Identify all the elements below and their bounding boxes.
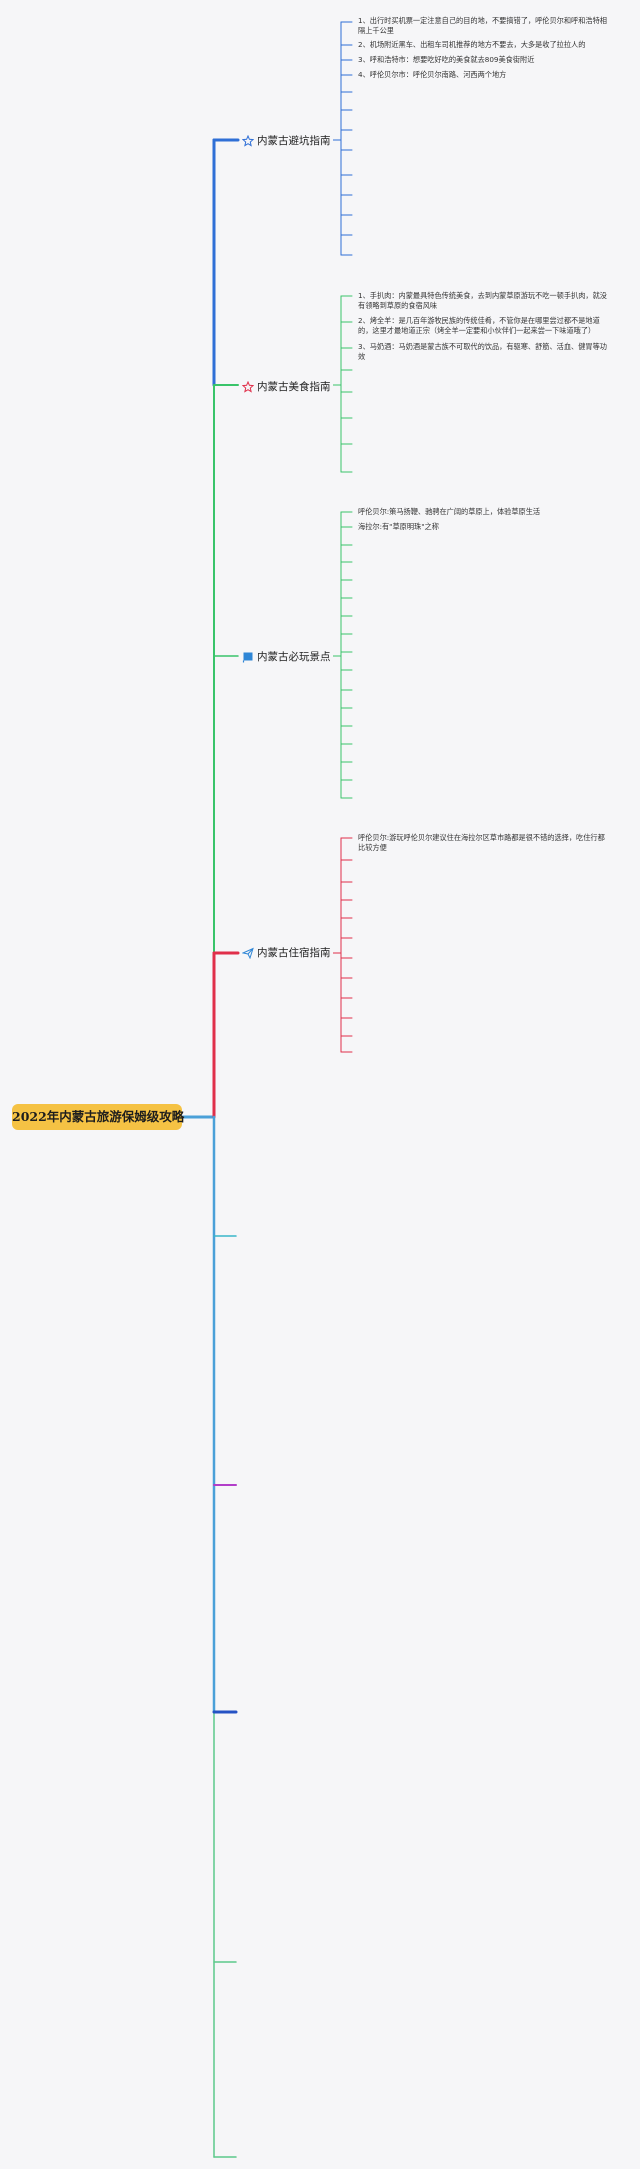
category-avoid-pitfalls[interactable]: 内蒙古避坑指南 xyxy=(240,133,333,149)
category-label: 内蒙古避坑指南 xyxy=(257,135,331,147)
note-attraction-1: 呼伦贝尔:策马扬鞭、驰骋在广阔的草原上，体验草原生活 xyxy=(358,507,541,516)
star-outline-icon xyxy=(242,135,254,147)
note-avoid-3: 3、呼和浩特市：想要吃好吃的美食就去809美食街附近 xyxy=(358,55,535,64)
category-food[interactable]: 内蒙古美食指南 xyxy=(240,379,333,395)
category-attractions[interactable]: 内蒙古必玩景点 xyxy=(240,649,333,665)
send-icon xyxy=(242,947,254,959)
category-accommodation[interactable]: 内蒙古住宿指南 xyxy=(240,945,333,961)
root-topic[interactable]: 2022年内蒙古旅游保姆级攻略 xyxy=(12,1104,184,1130)
category-label: 内蒙古美食指南 xyxy=(257,381,331,393)
flag-icon xyxy=(242,651,254,663)
category-label: 内蒙古必玩景点 xyxy=(257,651,331,663)
note-food-2: 2、烤全羊：是几百年游牧民族的传统佳肴，不管你是在哪里尝过都不是地道的，这里才最… xyxy=(358,316,600,335)
note-food-1: 1、手扒肉：内蒙最具特色传统美食，去到内蒙草原游玩不吃一顿手扒肉，就没有领略到草… xyxy=(358,291,607,310)
note-avoid-4: 4、呼伦贝尔市：呼伦贝尔南路、河西两个地方 xyxy=(358,70,507,79)
star-outline-icon xyxy=(242,381,254,393)
note-accommodation-1: 呼伦贝尔:游玩呼伦贝尔建议住在海拉尔区草市路都是很不错的选择，吃住行都比较方便 xyxy=(358,833,605,852)
note-avoid-1: 1、出行时买机票一定注意自己的目的地，不要搞错了，呼伦贝尔和呼和浩特相隔上千公里 xyxy=(358,16,607,35)
note-attraction-2: 海拉尔:有"草原明珠"之称 xyxy=(358,522,439,531)
category-label: 内蒙古住宿指南 xyxy=(257,947,331,959)
note-avoid-2: 2、机场附近黑车、出租车司机推荐的地方不要去，大多是收了拉拉人的 xyxy=(358,40,586,49)
note-food-3: 3、马奶酒：马奶酒是蒙古族不可取代的饮品，有驱寒、舒筋、活血、健胃等功效 xyxy=(358,342,607,361)
